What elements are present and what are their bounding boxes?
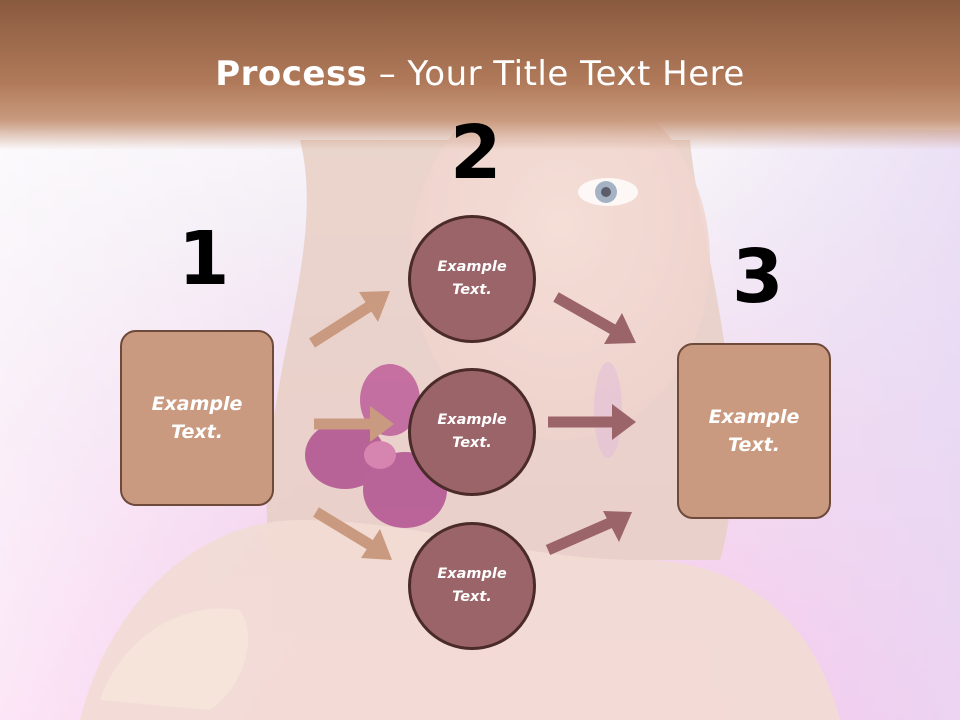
circle-middle-line1: Example xyxy=(437,411,507,428)
title-bold-part: Process xyxy=(215,54,368,94)
title-rest-part: – Your Title Text Here xyxy=(367,54,745,94)
step-1-box-text-line2: Text. xyxy=(171,421,223,443)
step-number-1: 1 xyxy=(178,216,230,302)
step-3-box-text-line2: Text. xyxy=(728,434,780,456)
title-band xyxy=(0,0,960,150)
arrow-left-down xyxy=(313,507,392,560)
step-3-box-text-line1: Example xyxy=(708,405,800,428)
step-number-2: 2 xyxy=(450,110,502,196)
step-number-3: 3 xyxy=(732,234,784,320)
arrow-right-down xyxy=(553,292,636,344)
circle-top-line2: Text. xyxy=(452,282,492,298)
arrow-right-middle xyxy=(548,404,636,440)
arrow-left-up xyxy=(309,291,390,348)
slide-title: Process – Your Title Text Here xyxy=(0,54,960,94)
circle-top-line1: Example xyxy=(437,258,507,275)
circle-middle-line2: Text. xyxy=(452,435,492,451)
circle-bottom-line1: Example xyxy=(437,565,507,582)
arrow-left-middle xyxy=(314,406,394,442)
step-1-box-text-line1: Example xyxy=(151,392,243,415)
arrow-right-up xyxy=(545,511,632,556)
circle-bottom-line2: Text. xyxy=(452,589,492,605)
